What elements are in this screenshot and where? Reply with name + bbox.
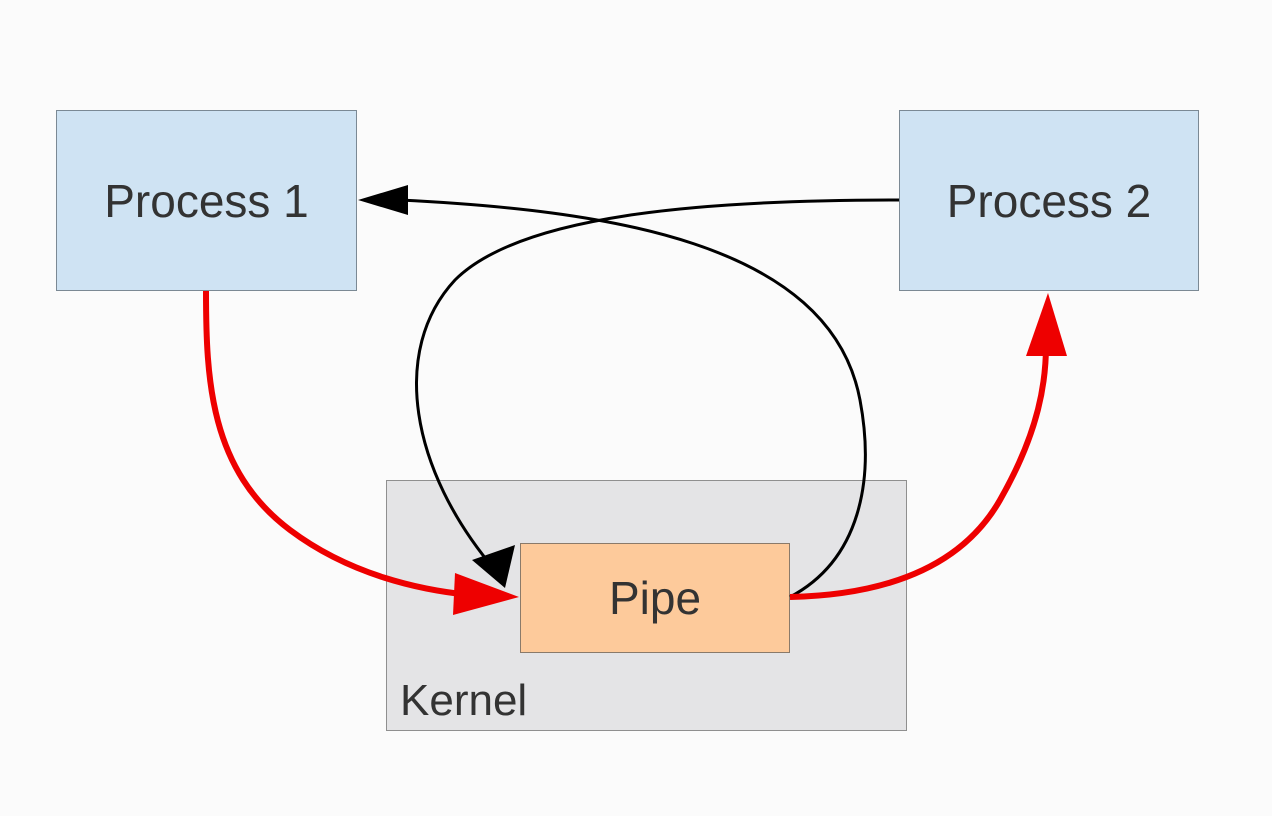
kernel-label: Kernel bbox=[400, 676, 528, 725]
pipe-to-process-1-arrowhead bbox=[358, 185, 408, 215]
process-1-box: Process 1 bbox=[56, 110, 357, 291]
process-2-to-pipe-arrowhead bbox=[472, 545, 515, 588]
process-2-to-pipe-arrow bbox=[415, 198, 900, 571]
pipe-label: Pipe bbox=[608, 572, 702, 624]
process-2-box: Process 2 bbox=[899, 110, 1199, 291]
pipe-to-process-1-arrow bbox=[399, 198, 867, 599]
pipe-box: Pipe bbox=[520, 543, 790, 653]
process-2-read-arrowhead bbox=[1026, 293, 1067, 356]
process-2-label: Process 2 bbox=[946, 174, 1152, 227]
process-1-write-arrow bbox=[203, 290, 471, 598]
process-1-label: Process 1 bbox=[104, 174, 309, 227]
process-1-write-arrowhead bbox=[453, 573, 519, 615]
process-2-read-arrow bbox=[789, 344, 1049, 600]
